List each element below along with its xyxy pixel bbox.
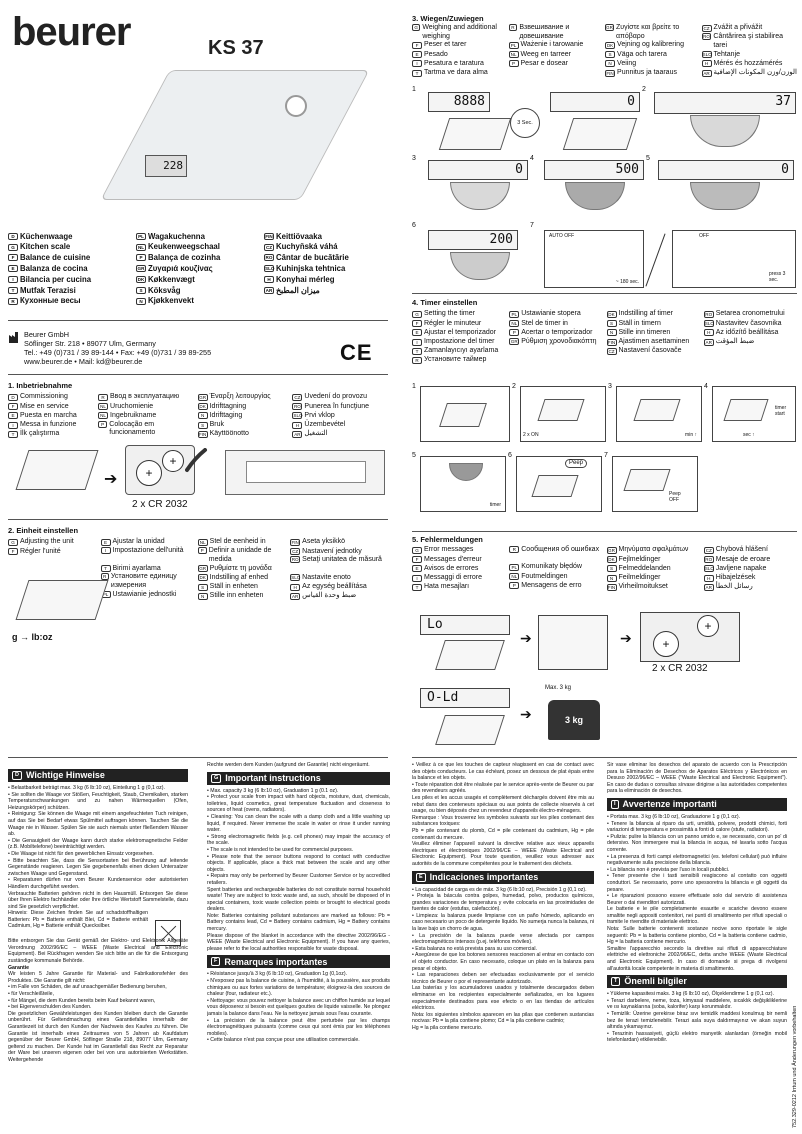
arrow-right-icon: ➔: [520, 630, 532, 646]
scale-illustration: [435, 640, 505, 670]
battery-label: 2 x CR 2032: [132, 499, 188, 510]
disposal-bin-icon: [155, 920, 181, 946]
timer-step-panel: sec ↑ timer start: [712, 386, 796, 442]
model-title: KS 37: [208, 37, 264, 59]
brand-logo: beurer: [12, 10, 131, 54]
display-readout: 500: [544, 160, 644, 180]
display-readout: 8888: [428, 92, 490, 112]
display-readout: 200: [428, 230, 518, 250]
section-2-title: 2. Einheit einstellen: [8, 526, 79, 535]
bowl-illustration: [450, 182, 510, 210]
timer-step-panel: Peep: [516, 456, 602, 512]
arrow-right-icon: ➔: [620, 630, 632, 646]
scale-panel: [538, 615, 608, 670]
bowl-illustration: [450, 252, 510, 280]
display-readout: 0: [550, 92, 640, 112]
weight-illustration: 3 kg: [548, 700, 600, 740]
timer-step-panel: min ↑: [616, 386, 702, 442]
battery-compartment: + +: [125, 445, 195, 495]
factory-icon: [8, 330, 20, 344]
bowl-illustration: [690, 182, 760, 210]
arrow-right-icon: ➔: [104, 471, 118, 488]
scale-illustration: [15, 450, 99, 490]
timer-step-panel: timer: [420, 456, 506, 512]
unit-toggle-label: g → lb:oz: [12, 632, 53, 642]
document-code: 752.329-0212 Irrtum und Änderungen vorbe…: [792, 1005, 798, 1128]
text-column-3: • Veillez à ce que les touches de capteu…: [412, 762, 594, 1031]
scale-illustration: [435, 715, 505, 745]
off-panel: OFF press 3 sec.: [672, 230, 796, 288]
timer-step-panel: Peep OFF: [612, 456, 698, 512]
auto-off-panel: AUTO OFF ~ 180 sec.: [544, 230, 644, 288]
film-removal-illustration: [225, 450, 385, 495]
bowl-illustration: [690, 115, 760, 147]
display-readout: 0: [428, 160, 528, 180]
battery-compartment: + +: [640, 612, 740, 662]
display-readout: Lo: [420, 615, 510, 635]
scale-product-illustration: 228: [100, 70, 370, 210]
text-column-2: Rechte werden dem Kunden (aufgrund der G…: [207, 762, 390, 1044]
section-3-title: 3. Wiegen/Zuwiegen: [412, 14, 484, 23]
max-load-label: Max. 3 kg: [545, 685, 572, 691]
text-column-4: Sir vase eliminar los desechos del apara…: [607, 762, 787, 1044]
display-readout: 37: [654, 92, 796, 114]
timer-step-panel: 2 x ON: [520, 386, 606, 442]
timer-3sec-icon: 3 Sec.: [510, 108, 540, 138]
section-5-title: 5. Fehlermeldungen: [412, 535, 483, 544]
scale-illustration: [438, 118, 512, 150]
arrow-right-icon: ➔: [520, 706, 532, 722]
hand-icon: [185, 448, 210, 473]
battery-label: 2 x CR 2032: [652, 663, 708, 674]
display-readout: 0: [658, 160, 794, 180]
bowl-illustration: [565, 182, 625, 210]
timer-step-panel: [420, 386, 510, 442]
display-readout: O-Ld: [420, 688, 510, 708]
ce-mark: CE: [340, 340, 373, 365]
section-1-title: 1. Inbetriebnahme: [8, 381, 73, 390]
scale-illustration: [15, 580, 109, 620]
section-4-title: 4. Timer einstellen: [412, 298, 478, 307]
scale-illustration: [562, 118, 638, 150]
